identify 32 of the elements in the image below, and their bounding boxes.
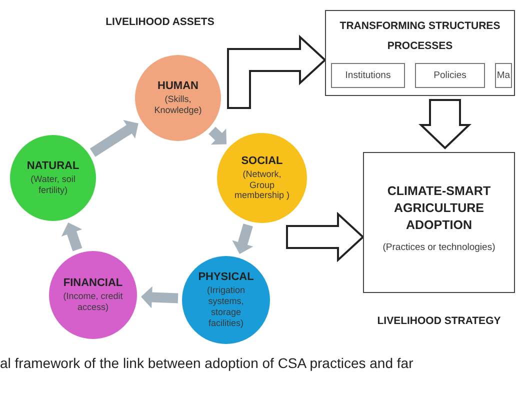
block-arrow bbox=[418, 99, 472, 150]
node-title: NATURAL bbox=[26, 160, 80, 172]
block-arrow bbox=[286, 212, 364, 262]
node-title: CLIMATE-SMART AGRICULTURE ADOPTION bbox=[386, 183, 492, 234]
process-box bbox=[325, 10, 515, 96]
block-arrow bbox=[227, 34, 326, 109]
section-heading: LIVELIHOOD ASSETS bbox=[106, 16, 214, 28]
node-title: PHYSICAL bbox=[198, 271, 254, 284]
node-title: TRANSFORMING STRUCTURES PROCESSES bbox=[338, 19, 502, 54]
category-box bbox=[495, 63, 512, 88]
category-label: Institutions bbox=[345, 70, 391, 81]
figure-caption: al framework of the link between adoption of CSA practices and far bbox=[0, 355, 414, 371]
chevron-arrow bbox=[90, 120, 138, 157]
node-description: (Skills, Knowledge) bbox=[153, 94, 203, 116]
node-title: HUMAN bbox=[158, 80, 198, 92]
category-box bbox=[331, 63, 405, 88]
node-description: (Income, credit access) bbox=[62, 291, 124, 313]
node-description: (Network, Group membership ) bbox=[233, 168, 290, 202]
process-box bbox=[363, 152, 515, 293]
chevron-arrow bbox=[140, 286, 178, 308]
category-label: Policies bbox=[434, 70, 466, 81]
node-description: (Irrigation systems, storage facilities) bbox=[206, 285, 246, 329]
node-caption: LIVELIHOOD STRATEGY bbox=[377, 315, 501, 327]
category-label: Ma bbox=[496, 70, 510, 81]
category-box bbox=[415, 63, 485, 88]
node-description: (Water, soil fertility) bbox=[30, 174, 76, 196]
chevron-arrow bbox=[61, 222, 82, 252]
node-title: FINANCIAL bbox=[63, 277, 123, 290]
node-description: (Practices or technologies) bbox=[382, 242, 496, 254]
node-title: SOCIAL bbox=[241, 154, 283, 167]
chevron-arrow bbox=[208, 126, 227, 145]
chevron-arrow bbox=[232, 224, 254, 254]
